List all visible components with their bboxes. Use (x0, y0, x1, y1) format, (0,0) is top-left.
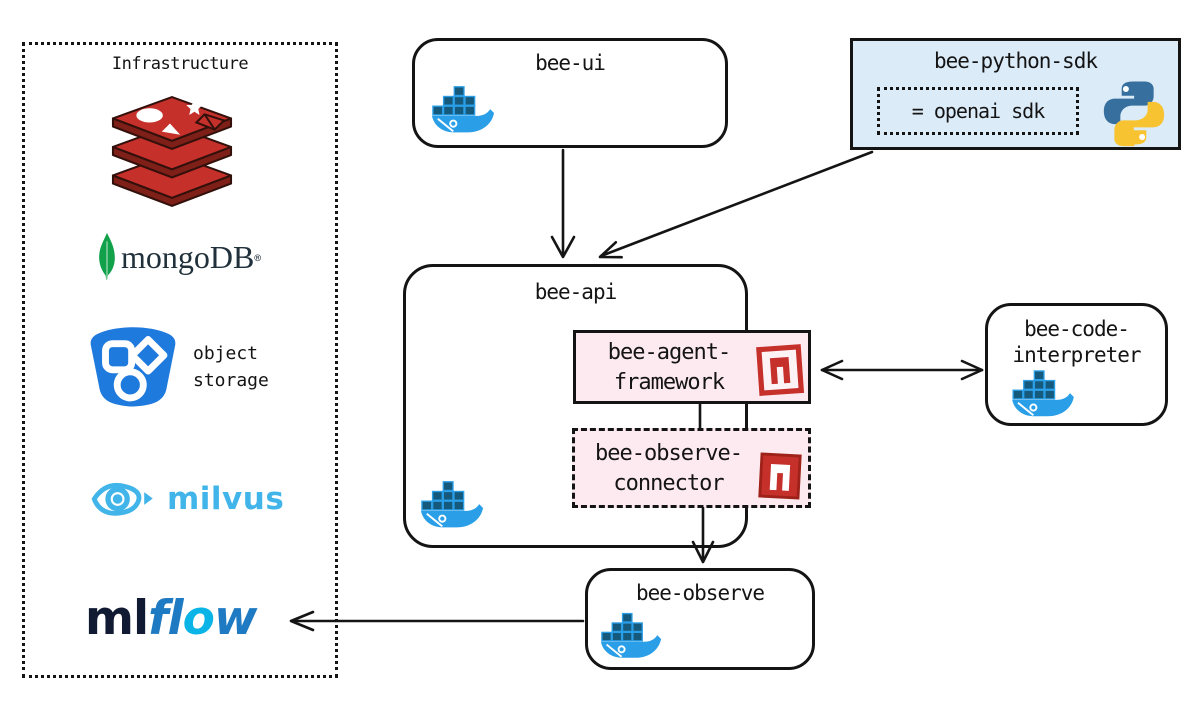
node-bee-observe-connector: bee-observe-connector (572, 428, 811, 508)
milvus-label: milvus (167, 481, 285, 517)
npm-icon (758, 452, 802, 500)
milvus-logo: milvus (91, 477, 284, 521)
bee-python-sdk-title: bee-python-sdk (933, 49, 1098, 73)
node-bee-agent-framework: bee-agent-framework (573, 330, 811, 404)
mlflow-ml: ml (85, 591, 149, 646)
infrastructure-title: Infrastructure (111, 54, 249, 74)
bee-ui-title: bee-ui (535, 51, 606, 75)
mlflow-o-icon: o (182, 591, 215, 646)
mongodb-logo: mongoDB® (97, 233, 261, 281)
docker-icon (600, 612, 662, 658)
npm-icon (756, 344, 805, 396)
mlflow-fl: fl (148, 591, 184, 646)
docker-icon (431, 86, 495, 133)
node-bee-observe: bee-observe (585, 568, 815, 670)
mongodb-trademark: ® (254, 251, 261, 265)
mlflow-w: w (213, 591, 257, 646)
redis-logo-icon (103, 95, 241, 213)
bee-observe-connector-title: bee-observe-connector (595, 441, 743, 496)
python-logo-icon (1103, 81, 1165, 147)
bee-agent-framework-title: bee-agent-framework (607, 340, 731, 395)
node-bee-ui: bee-ui (412, 38, 728, 148)
bee-api-title: bee-api (534, 280, 618, 304)
infrastructure-panel: Infrastructure (22, 42, 338, 678)
docker-icon (420, 481, 484, 528)
arrow-sdk-to-api (599, 150, 874, 258)
mongodb-leaf-icon (99, 233, 115, 281)
node-bee-python-sdk: bee-python-sdk = openai sdk (850, 38, 1181, 150)
docker-icon (1012, 370, 1074, 417)
bee-code-interpreter-title: bee-code-interpreter (1012, 317, 1141, 367)
milvus-eye-icon (91, 482, 153, 516)
bee-observe-title: bee-observe (635, 581, 765, 605)
openai-sdk-note: = openai sdk (877, 87, 1079, 135)
mongodb-label: mongoDB (121, 238, 255, 275)
object-storage-icon (90, 327, 176, 407)
node-bee-code-interpreter: bee-code-interpreter (985, 303, 1168, 426)
